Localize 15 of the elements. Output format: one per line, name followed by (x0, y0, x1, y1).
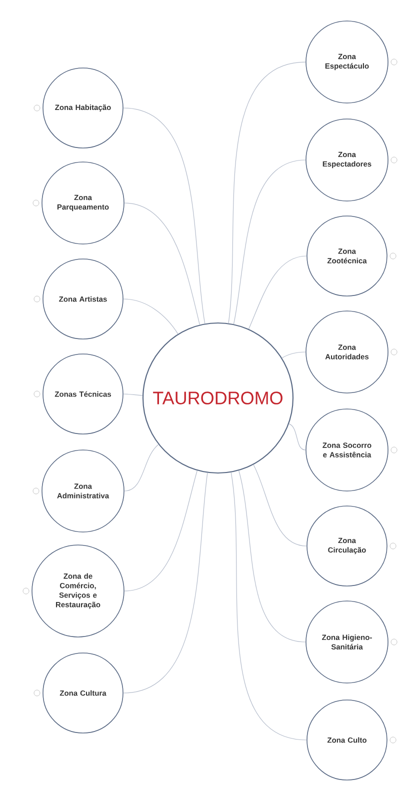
connector-line (253, 464, 307, 546)
connector-line (123, 394, 143, 396)
connector-line (124, 202, 200, 325)
connector-line (282, 352, 306, 358)
connector-line (228, 62, 306, 324)
connector-line (238, 470, 306, 642)
connector-line (233, 160, 306, 324)
connector-line (123, 298, 178, 334)
connector-line (123, 472, 208, 694)
connector-line (124, 444, 159, 492)
connector-line (288, 424, 306, 450)
connector-line (248, 256, 307, 330)
connector-line (123, 108, 206, 324)
connector-line (124, 470, 198, 592)
connector-line (230, 472, 307, 740)
